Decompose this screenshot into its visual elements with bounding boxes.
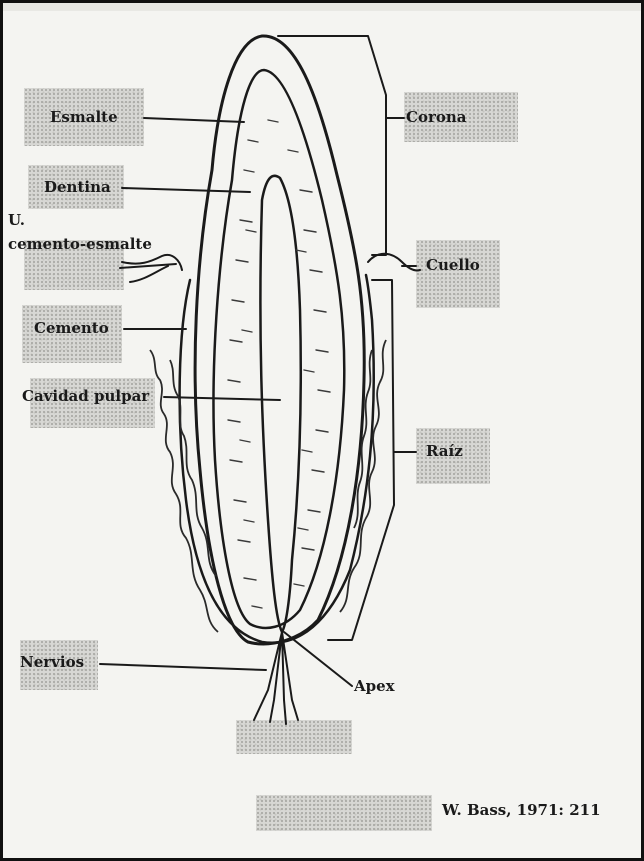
label-cavidad: Cavidad pulpar <box>22 388 149 405</box>
nerves <box>254 632 298 724</box>
gum-left <box>122 255 182 282</box>
label-cemento: Cemento <box>34 320 109 337</box>
label-union: U. <box>8 212 25 229</box>
leader-nervios <box>100 664 266 670</box>
citation: W. Bass, 1971: 211 <box>442 802 601 819</box>
label-dentina: Dentina <box>44 179 111 196</box>
cementum-line <box>180 275 374 643</box>
label-nervios: Nervios <box>20 654 84 671</box>
label-raiz: Raíz <box>426 443 463 460</box>
leader-esmalte <box>144 118 244 122</box>
pulp-cavity <box>260 176 300 632</box>
gum-right <box>368 254 420 271</box>
corona-bracket <box>278 36 386 255</box>
label-union-2: cemento-esmalte <box>8 236 152 253</box>
label-cuello: Cuello <box>426 257 480 274</box>
label-apex: Apex <box>354 678 395 695</box>
label-esmalte: Esmalte <box>50 109 118 126</box>
dentin-texture <box>228 120 330 608</box>
label-corona: Corona <box>406 109 466 126</box>
enamel-outline <box>195 36 364 644</box>
dentin-outline <box>214 70 345 628</box>
